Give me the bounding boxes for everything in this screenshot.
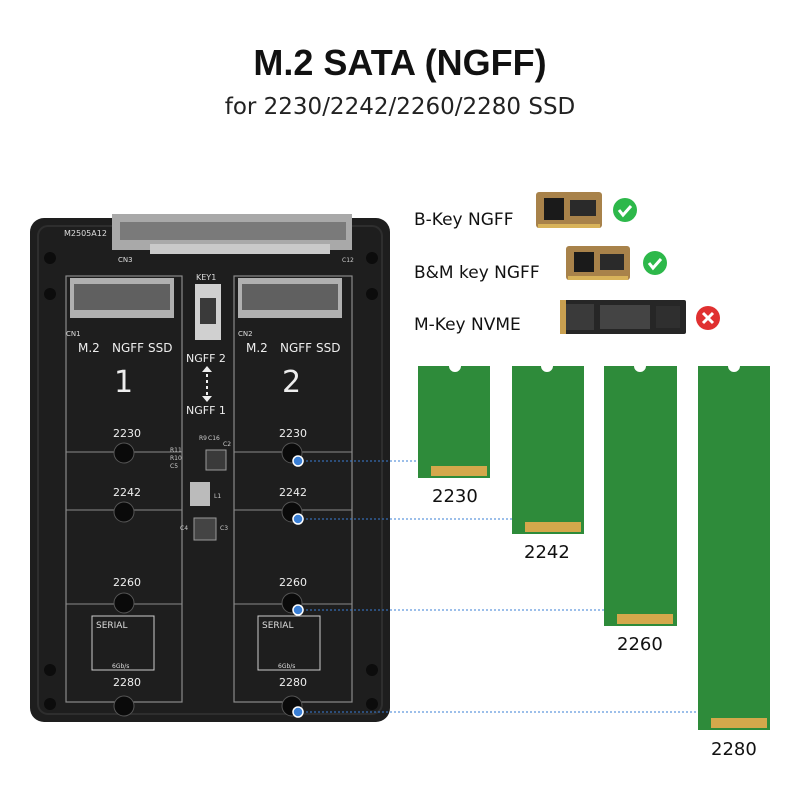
ssd-card-2242: [512, 366, 584, 534]
component-label: R11: [170, 447, 182, 454]
slot-1-number: 1: [114, 365, 133, 400]
component-label: C2: [223, 441, 231, 448]
cross-icon: [696, 306, 720, 330]
bm-key-module-image: [566, 246, 630, 280]
slot-2-cn-label: CN2: [238, 330, 253, 338]
m-key-nvme-image: [560, 300, 686, 334]
slot-2-position-label: 2242: [279, 486, 307, 499]
ssd-size-label-2280: 2280: [711, 739, 757, 760]
slot-2-position-label: 2230: [279, 427, 307, 440]
serial-ata-logo-text: SERIAL: [262, 621, 293, 631]
slot-2-position-label: 2280: [279, 676, 307, 689]
component-label: C12: [342, 257, 354, 264]
slot-1-cn-label: CN1: [66, 330, 81, 338]
page-title: M.2 SATA (NGFF): [253, 42, 547, 83]
position-marker: [292, 604, 304, 616]
slot-1-position-label: 2280: [113, 676, 141, 689]
slot-2-type: NGFF: [280, 341, 312, 355]
connector-label: CN3: [118, 256, 133, 264]
slot-2-position-label: 2260: [279, 576, 307, 589]
component-label: C5: [170, 463, 178, 470]
ssd-card-2260: [604, 366, 677, 626]
component-label: L1: [214, 493, 221, 500]
page-subtitle: for 2230/2242/2260/2280 SSD: [224, 94, 576, 120]
serial-ata-logo-text: SERIAL: [96, 621, 127, 631]
slot-1-position-label: 2260: [113, 576, 141, 589]
switch-label: KEY1: [196, 273, 216, 282]
leader-lines: [298, 460, 698, 713]
adapter-board: [30, 214, 390, 722]
compat-label-bm-key: B&M key NGFF: [414, 263, 540, 283]
ssd-card-2230: [418, 366, 490, 478]
serial-ata-logo-speed: 6Gb/s: [278, 663, 295, 670]
slot-1-position-label: 2242: [113, 486, 141, 499]
slot-1-position-label: 2230: [113, 427, 141, 440]
slot-2-name: M.2: [246, 341, 268, 355]
position-marker: [292, 455, 304, 467]
component-label: R10: [170, 455, 182, 462]
slot-2-number: 2: [282, 365, 301, 400]
ssd-size-label-2242: 2242: [524, 542, 570, 563]
switch-direction-arrow: [202, 366, 212, 402]
b-key-module-image: [536, 192, 602, 228]
position-marker: [292, 706, 304, 718]
slot-1-kind: SSD: [148, 341, 172, 355]
serial-ata-logo-speed: 6Gb/s: [112, 663, 129, 670]
switch-bottom-label: NGFF 1: [186, 404, 226, 417]
component-label: R9: [199, 435, 207, 442]
switch-top-label: NGFF 2: [186, 352, 226, 365]
check-icon: [643, 251, 667, 275]
board-model-label: M2505A12: [64, 229, 107, 238]
compat-label-b-key: B-Key NGFF: [414, 210, 514, 230]
ssd-size-label-2230: 2230: [432, 486, 478, 507]
ssd-card-2280: [698, 366, 770, 730]
component-label: C4: [180, 525, 188, 532]
compat-label-m-key: M-Key NVME: [414, 315, 521, 335]
ssd-size-label-2260: 2260: [617, 634, 663, 655]
slot-1-type: NGFF: [112, 341, 144, 355]
component-label: C3: [220, 525, 228, 532]
slot-2-kind: SSD: [316, 341, 340, 355]
check-icon: [613, 198, 637, 222]
position-marker: [292, 513, 304, 525]
slot-1-name: M.2: [78, 341, 100, 355]
component-label: C16: [208, 435, 220, 442]
